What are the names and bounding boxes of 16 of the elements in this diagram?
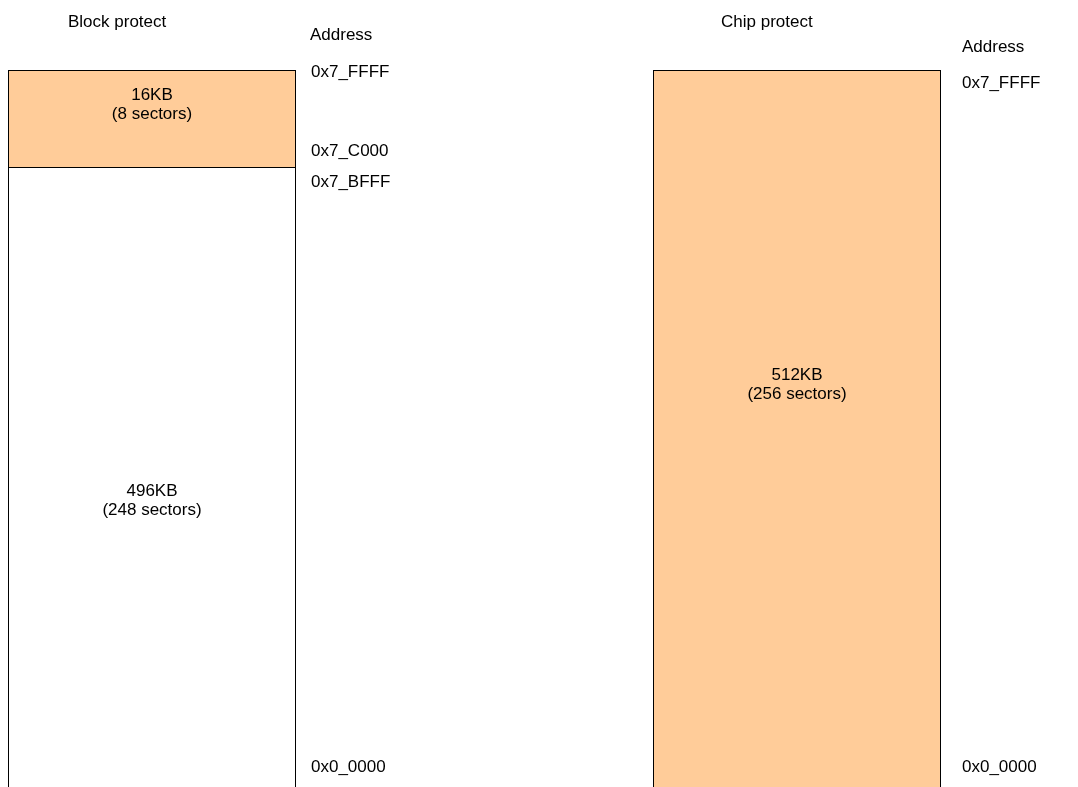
column-heading: Block protect bbox=[68, 12, 167, 31]
address-label: 0x7_FFFF bbox=[311, 62, 390, 81]
address-label: 0x7_BFFF bbox=[311, 172, 391, 191]
block-size-label: 496KB (248 sectors) bbox=[101, 481, 203, 519]
address-label: 0x7_C000 bbox=[311, 141, 389, 160]
column-heading: Address bbox=[310, 25, 373, 44]
memory-block bbox=[8, 167, 296, 787]
memory-block bbox=[653, 70, 941, 787]
column-heading: Address bbox=[962, 37, 1025, 56]
address-label: 0x7_FFFF bbox=[962, 73, 1041, 92]
address-label: 0x0_0000 bbox=[962, 757, 1037, 776]
block-size-label: 512KB (256 sectors) bbox=[746, 365, 848, 403]
column-heading: Chip protect bbox=[721, 12, 813, 31]
block-size-label: 16KB (8 sectors) bbox=[110, 85, 194, 123]
memory-block bbox=[8, 70, 296, 168]
address-label: 0x0_0000 bbox=[311, 757, 386, 776]
